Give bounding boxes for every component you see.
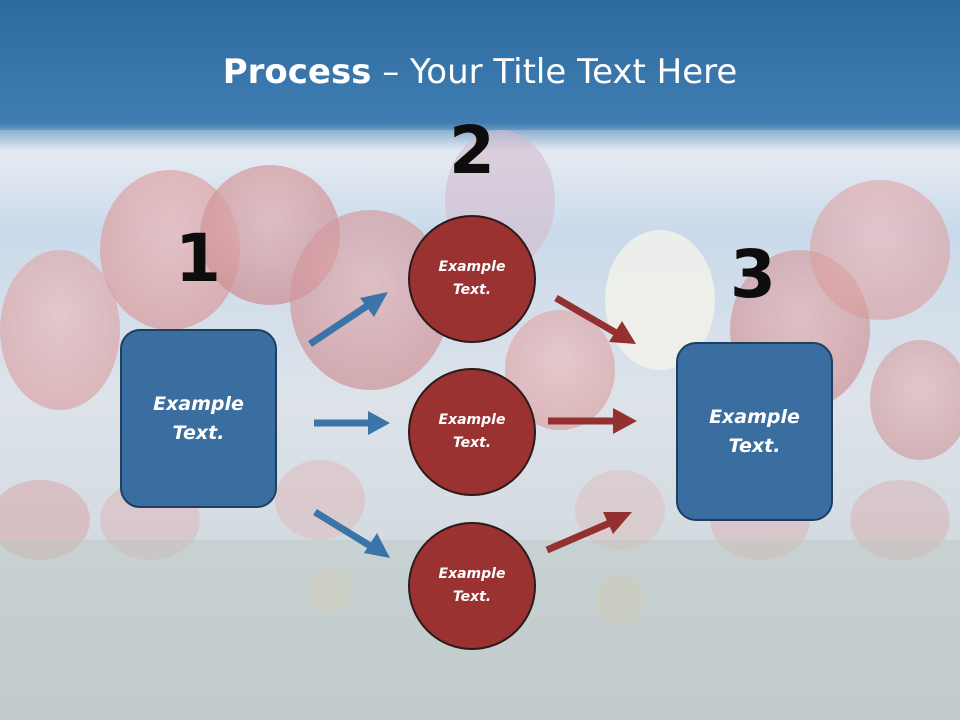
- title-bold: Process: [222, 52, 372, 92]
- step-number-2: 2: [449, 112, 495, 189]
- arrow-red-middle: [548, 408, 637, 434]
- arrow-red-up: [545, 512, 632, 554]
- arrow-red-down: [554, 294, 636, 344]
- step-number-1: 1: [175, 220, 221, 297]
- step-number-3: 3: [730, 236, 776, 313]
- arrow-blue-middle: [314, 411, 390, 435]
- title-rest: – Your Title Text Here: [371, 52, 738, 92]
- arrow-blue-down: [313, 509, 390, 558]
- slide-title: Process – Your Title Text Here: [0, 52, 960, 92]
- arrow-blue-up: [308, 292, 388, 347]
